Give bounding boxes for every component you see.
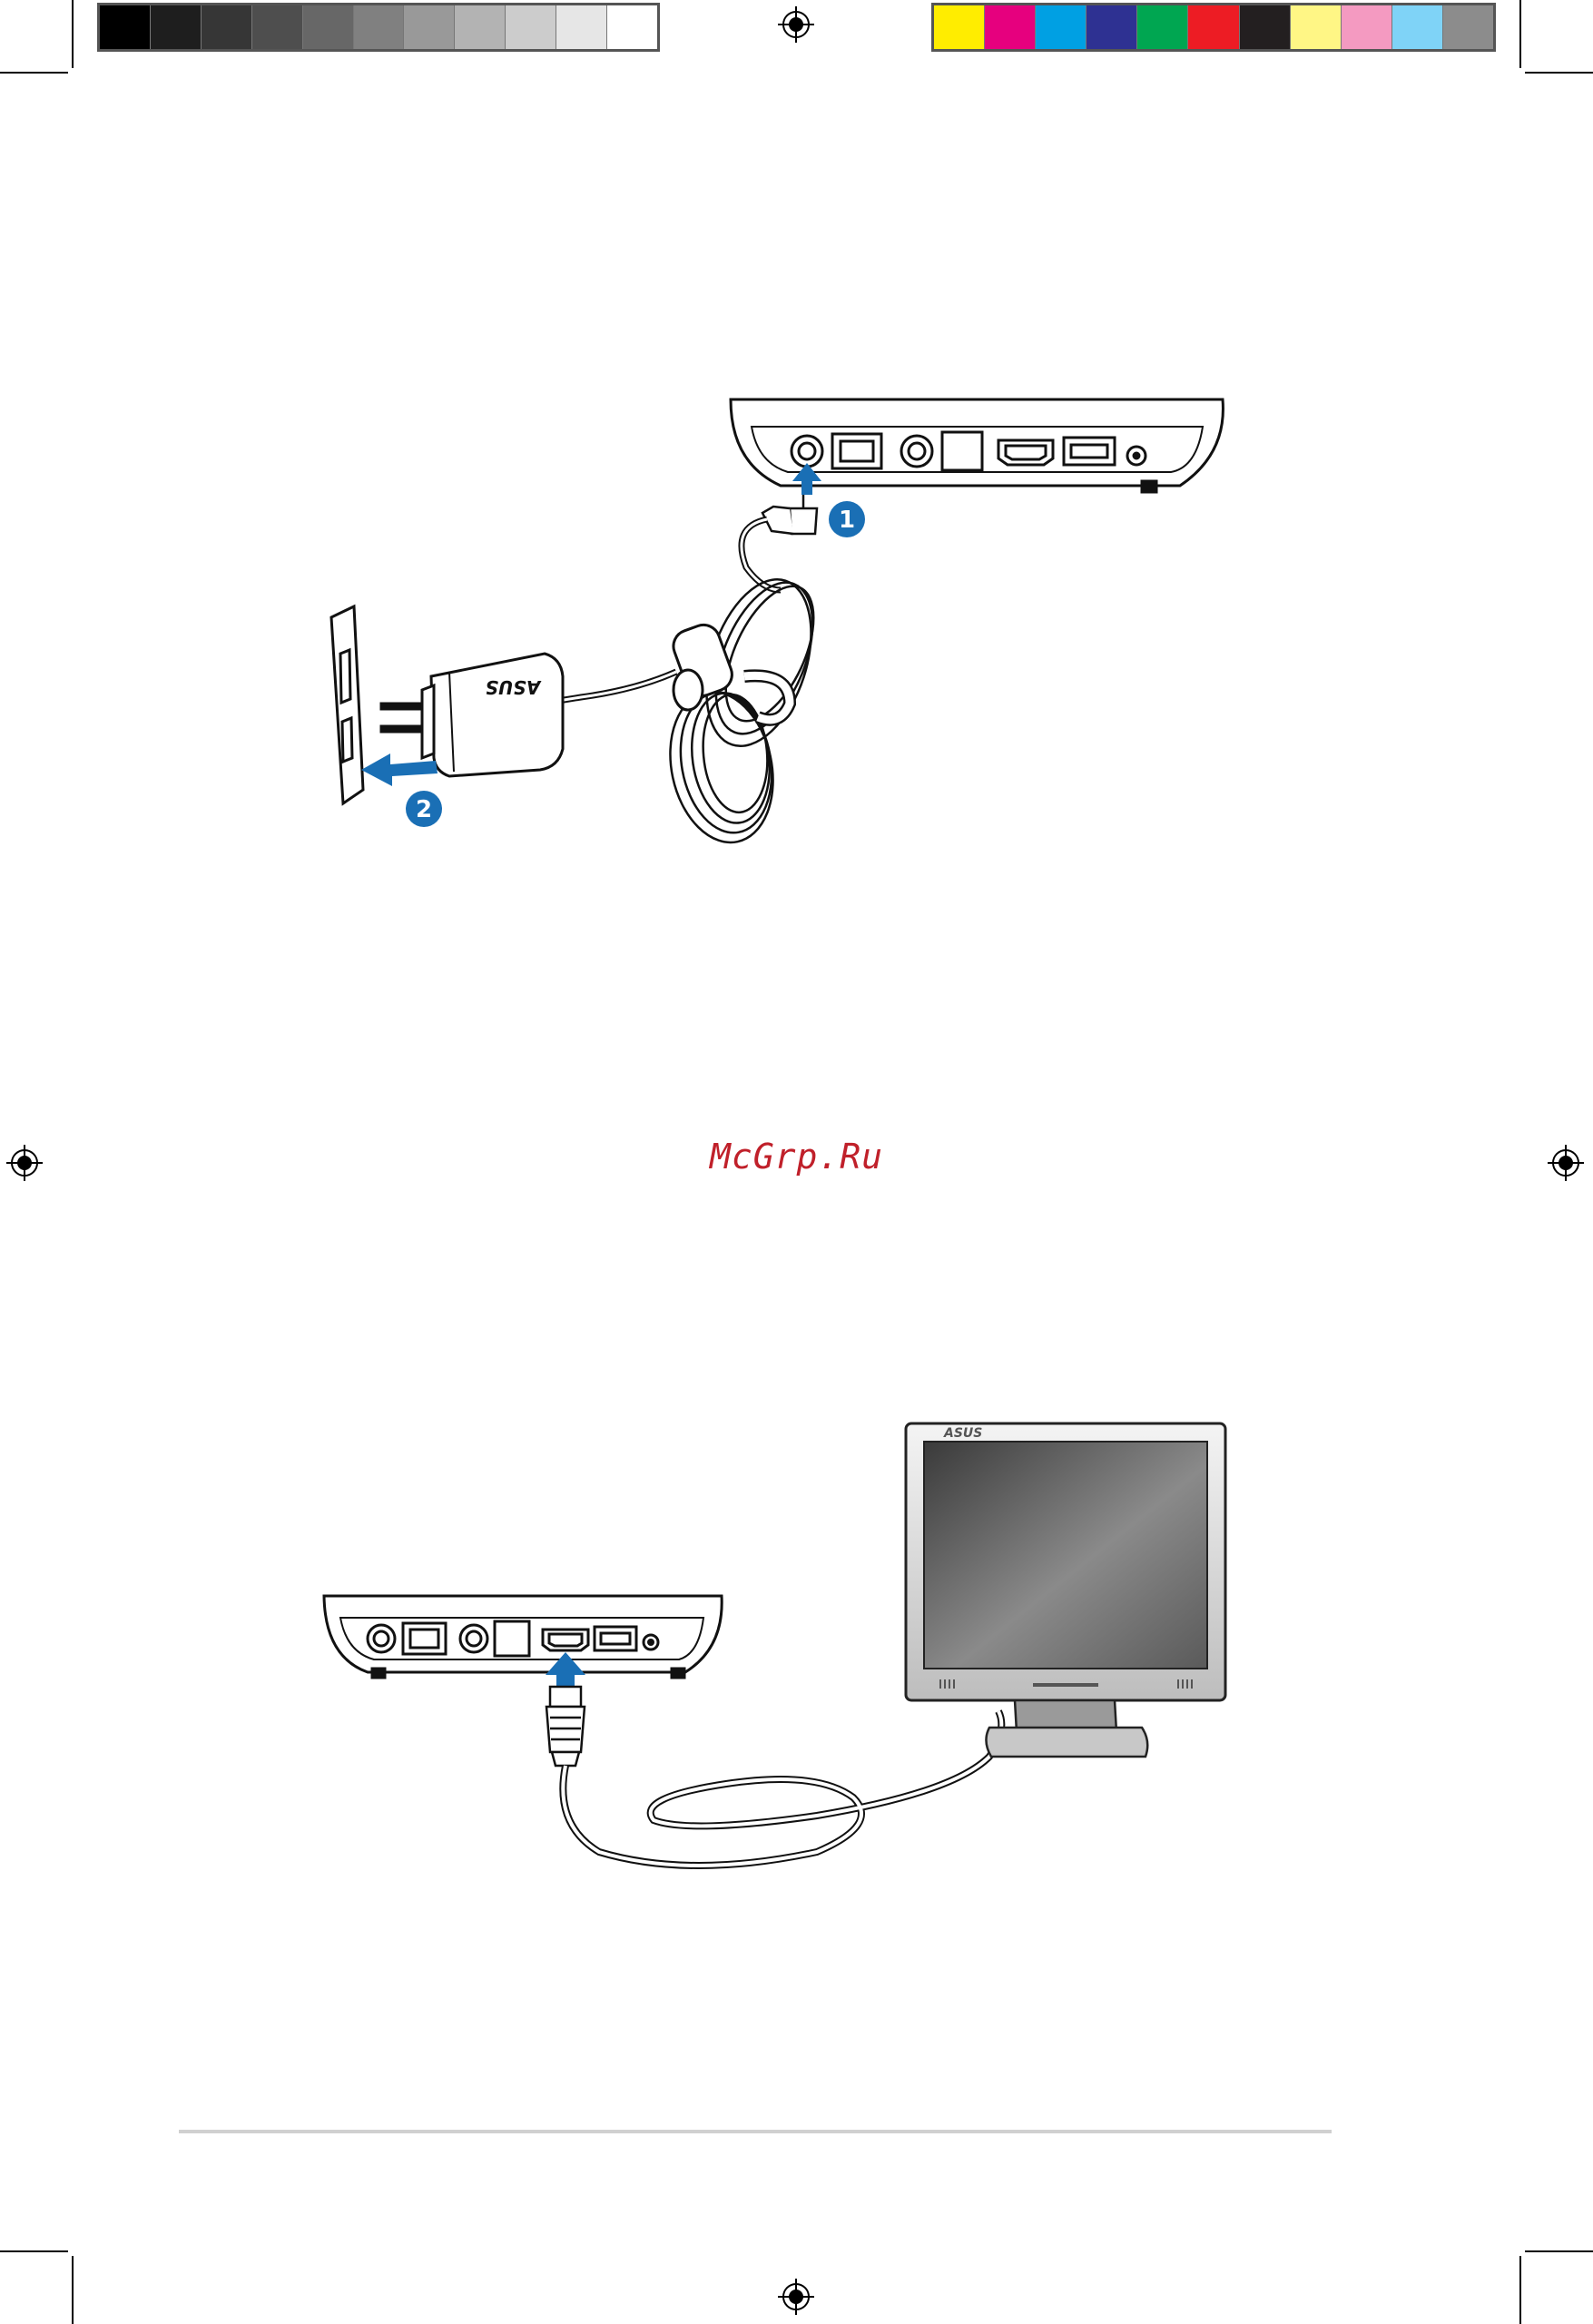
power-adapter: ASUS (381, 654, 563, 776)
adapter-asus-logo: ASUS (486, 676, 543, 698)
step-1-badge: 1 (829, 501, 865, 537)
wall-outlet (331, 606, 363, 803)
registration-mark-bottom (778, 2279, 814, 2315)
step-2-label: 2 (416, 796, 432, 823)
footer-divider (179, 2130, 1332, 2133)
step-2-badge: 2 (406, 791, 442, 827)
monitor-stand-base (986, 1728, 1147, 1757)
monitor: ASUS (906, 1423, 1225, 1757)
monitor-asus-logo: ASUS (943, 1426, 982, 1441)
step-1-label: 1 (839, 507, 855, 534)
monitor-buttons (1033, 1683, 1098, 1687)
monitor-screen (924, 1442, 1207, 1669)
power-cable-lower (558, 672, 676, 701)
push-to-outlet-arrow-icon (361, 753, 438, 786)
optical-port-icon (942, 432, 982, 470)
watermark-text: McGrp.Ru (0, 1137, 1593, 1177)
coiled-power-cable (657, 566, 832, 852)
figure-power-connection: 1 ASUS (331, 399, 1223, 852)
registration-mark-top (778, 6, 814, 43)
dc-plug (762, 495, 817, 534)
figure-display-connection: ASUS (324, 1423, 1225, 1866)
media-player-device-2 (324, 1596, 722, 1678)
hdmi-plug (546, 1687, 585, 1766)
